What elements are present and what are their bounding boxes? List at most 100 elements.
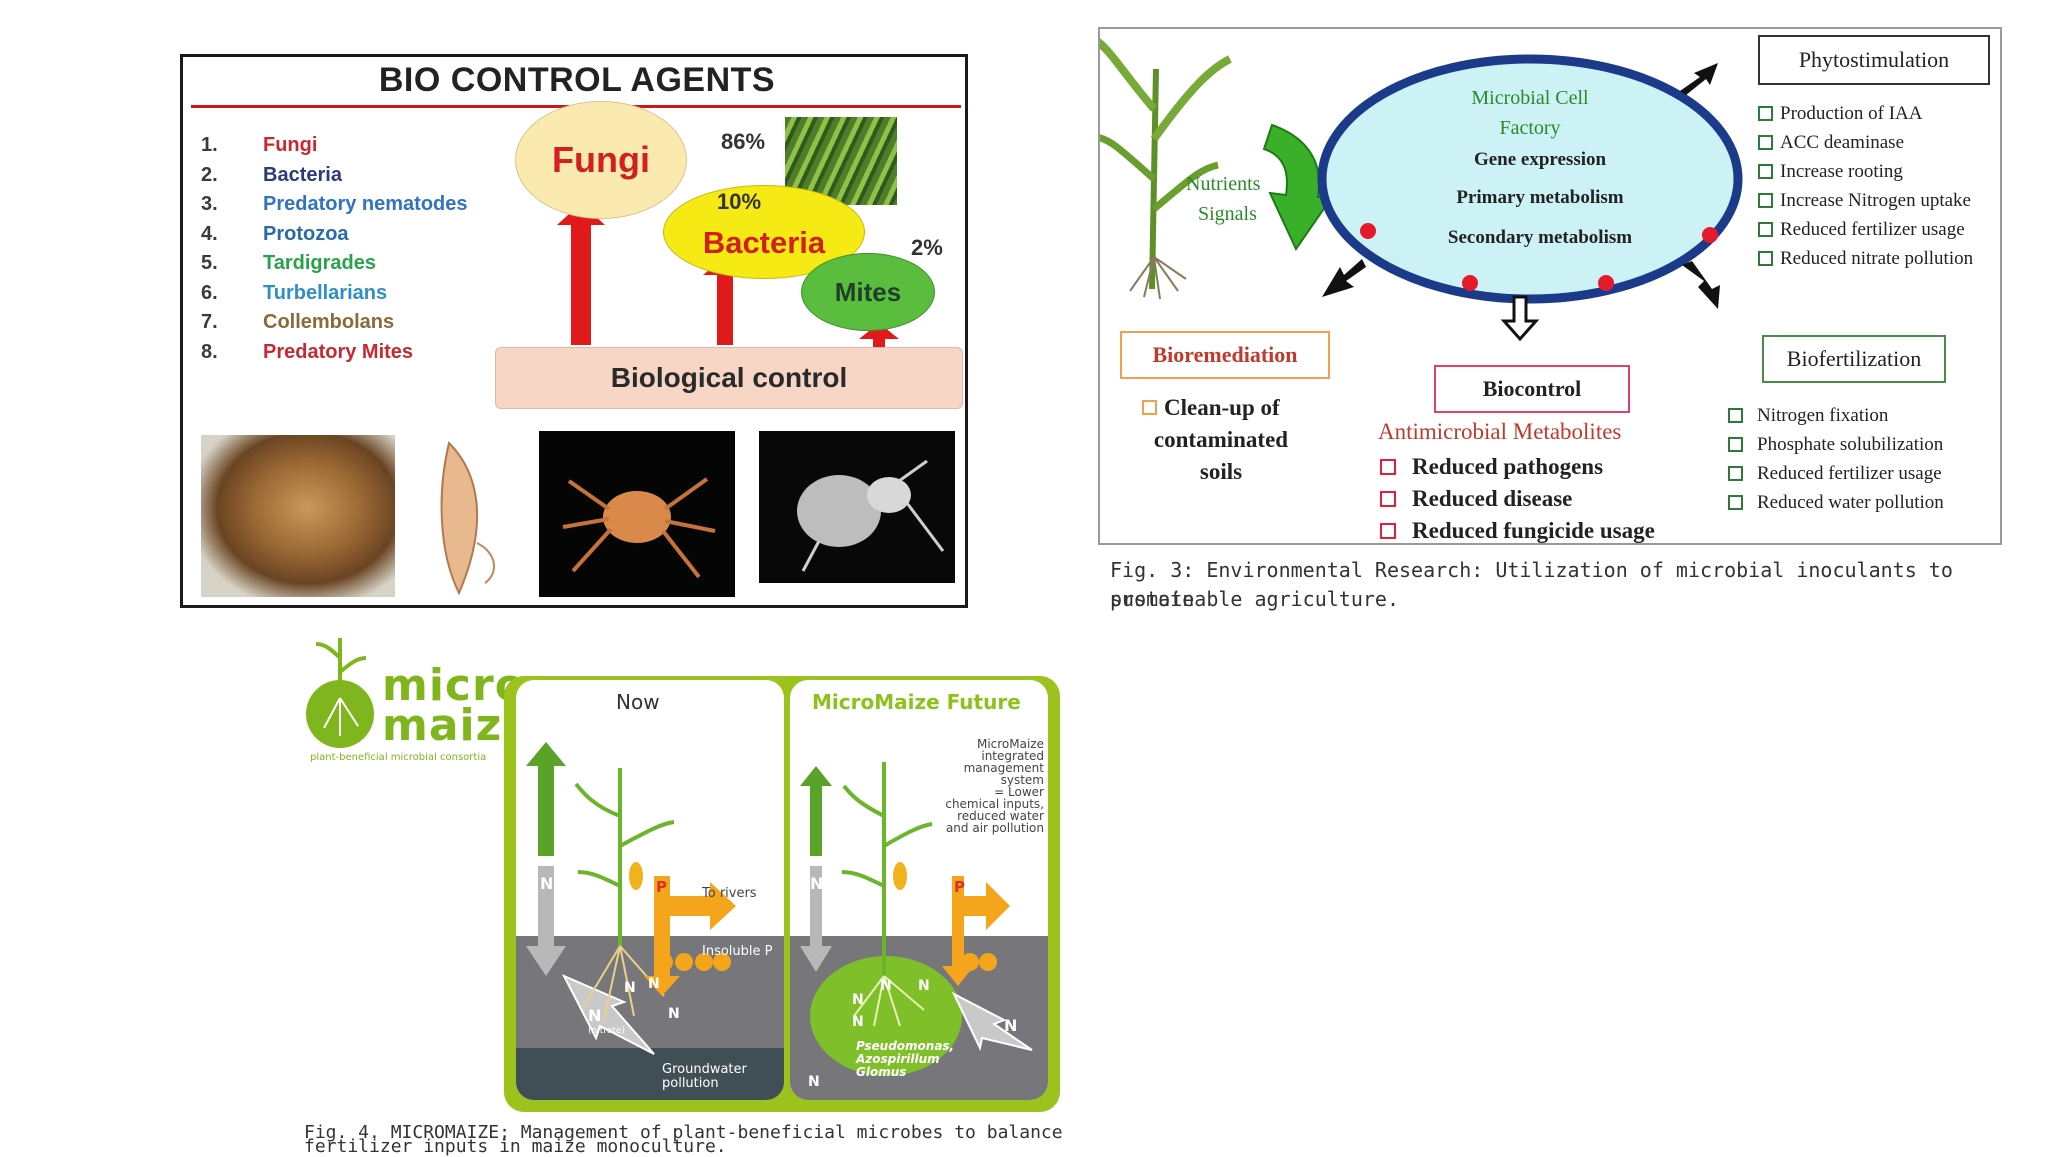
future-leach-n: N: [1004, 1016, 1018, 1035]
fungi-label: Fungi: [552, 139, 650, 180]
now-p-label: P: [656, 878, 667, 896]
mites-label: Mites: [834, 276, 902, 307]
benefit-item: Reduced disease: [1380, 483, 1655, 515]
benefit-item: Reduced fertilizer usage: [1728, 459, 1944, 488]
mite-photo: [539, 431, 735, 597]
benefit-item: ACC deaminase: [1758, 128, 1973, 157]
logo-plant-icon: [306, 638, 374, 748]
benefit-item: Production of IAA: [1758, 99, 1973, 128]
output-arrows: [1322, 63, 1720, 342]
agent-item: 2.Bacteria: [201, 163, 342, 186]
future-soil-n: N: [852, 1014, 864, 1030]
benefit-item: Reduced nitrate pollution: [1758, 244, 1973, 273]
biocontrol-list: Reduced pathogens Reduced disease Reduce…: [1380, 451, 1655, 543]
benefit-item: Phosphate solubilization: [1728, 430, 1944, 459]
future-n-down-arrow: [800, 866, 832, 972]
bioremediation-item: Clean-up of: [1142, 395, 1280, 421]
collembolan-photo: [759, 431, 955, 583]
future-soil-n: N: [852, 992, 864, 1008]
signals-label: Signals: [1198, 203, 1257, 225]
now-roots: [583, 945, 665, 1021]
bioremediation-item: contaminated: [1153, 427, 1289, 452]
factory-line: Primary metabolism: [1456, 187, 1624, 208]
nutrients-label: Nutrients: [1186, 173, 1261, 195]
biocontrol-subtitle: Antimicrobial Metabolites: [1378, 419, 1622, 444]
figure-4-caption-line-2: fertilizer inputs in maize monoculture.: [304, 1136, 727, 1157]
future-title: MicroMaize Future: [812, 690, 1021, 714]
figure-4-caption-line-1: Fig. 4. MICROMAIZE; Management of plant-…: [304, 1122, 1063, 1143]
now-plant: [574, 768, 675, 946]
bioremediation-box: Bioremediation: [1120, 331, 1330, 379]
agent-item: 6.Turbellarians: [201, 281, 388, 304]
fungi-percent: 86%: [721, 129, 766, 154]
soil-n-label: N: [668, 1006, 680, 1022]
future-soil-n: N: [918, 978, 930, 994]
bacteria-label: Bacteria: [702, 225, 826, 260]
nitrate-leach-arrow: [561, 973, 655, 1055]
future-roots: [853, 975, 925, 1027]
mites-bubble: Mites: [801, 253, 935, 331]
microbial-cell-ellipse: [1317, 54, 1743, 304]
factory-title-1: Microbial Cell: [1471, 87, 1589, 109]
benefit-item: Increase rooting: [1758, 157, 1973, 186]
micromaize-logo: micro maize plant-beneficial microbial c…: [300, 618, 540, 768]
future-p-coins: [961, 953, 997, 971]
future-soil-n: N: [880, 978, 892, 994]
bioremediation-item: soils: [1199, 459, 1243, 484]
future-plant: [841, 762, 933, 976]
nitrate-label: (nitrate): [588, 1026, 626, 1036]
future-p-arrow: [942, 876, 1010, 986]
bio-control-title: BIO CONTROL AGENTS: [378, 61, 776, 99]
future-n-label: N: [810, 874, 824, 893]
now-n-down-arrow: [526, 866, 566, 976]
benefit-item: Reduced fertilizer usage: [1758, 215, 1973, 244]
turbellarian-drawing: [419, 433, 515, 603]
ellipse-markers: [1360, 223, 1718, 291]
biocontrol-box: Biocontrol: [1434, 365, 1630, 413]
benefit-item: Increase Nitrogen uptake: [1758, 186, 1973, 215]
arrows-layer: [557, 203, 899, 357]
now-p-coins: [655, 953, 731, 971]
diagram-graphics: [1100, 38, 1743, 342]
benefit-item: Reduced water pollution: [1728, 488, 1944, 517]
bio-control-figure: BIO CONTROL AGENTS 1.Fungi 2.Bacteria 3.…: [180, 54, 968, 608]
maize-plant-graphic: [1100, 38, 1232, 300]
factory-title-2: Factory: [1499, 117, 1561, 139]
now-n-label: N: [540, 874, 554, 893]
nitrate-n-label: N: [588, 1006, 602, 1025]
logo-tagline: plant-beneficial microbial consortia: [310, 752, 487, 763]
now-title: Now: [616, 690, 660, 714]
factory-line: Gene expression: [1473, 149, 1607, 170]
microbial-inoculants-figure: Microbial Cell Factory Gene expression P…: [1098, 27, 2002, 545]
biofertilization-list: Nitrogen fixation Phosphate solubilizati…: [1728, 401, 1944, 517]
future-bottom-n: N: [808, 1074, 820, 1090]
now-groundwater: [516, 1048, 784, 1100]
future-p-label: P: [954, 878, 965, 896]
agent-item: 4.Protozoa: [201, 222, 349, 245]
fungi-bubble: Fungi: [515, 101, 687, 219]
factory-line: Secondary metabolism: [1447, 227, 1633, 248]
arrow-to-mites: [859, 323, 899, 357]
future-n-up-arrow: [800, 766, 832, 856]
agent-item: 3.Predatory nematodes: [201, 193, 468, 216]
arrow-to-bacteria: [703, 257, 747, 345]
agent-item: 7.Collembolans: [201, 311, 395, 334]
logo-text-micro: micro: [382, 660, 526, 711]
agent-item: 5.Tardigrades: [201, 252, 376, 275]
groundwater-label-1: Groundwater: [662, 1062, 747, 1077]
agent-list: 1.Fungi 2.Bacteria 3.Predatory nematodes…: [201, 131, 521, 367]
now-n-up-arrow: [526, 742, 566, 856]
benefit-item: Nitrogen fixation: [1728, 401, 1944, 430]
micromaize-graphics: [526, 742, 1033, 1076]
agent-item: 1.Fungi: [201, 134, 318, 157]
to-rivers-label: To rivers: [702, 886, 757, 901]
phytostimulation-list: Production of IAA ACC deaminase Increase…: [1758, 99, 1973, 273]
arrow-to-fungi: [557, 203, 605, 345]
figure-3-caption-line-1: Fig. 3: Environmental Research: Utilizat…: [1110, 558, 1953, 611]
microbe-sphere: [810, 956, 962, 1076]
insoluble-p-label: Insoluble P: [702, 944, 773, 959]
now-panel: [516, 680, 784, 1100]
